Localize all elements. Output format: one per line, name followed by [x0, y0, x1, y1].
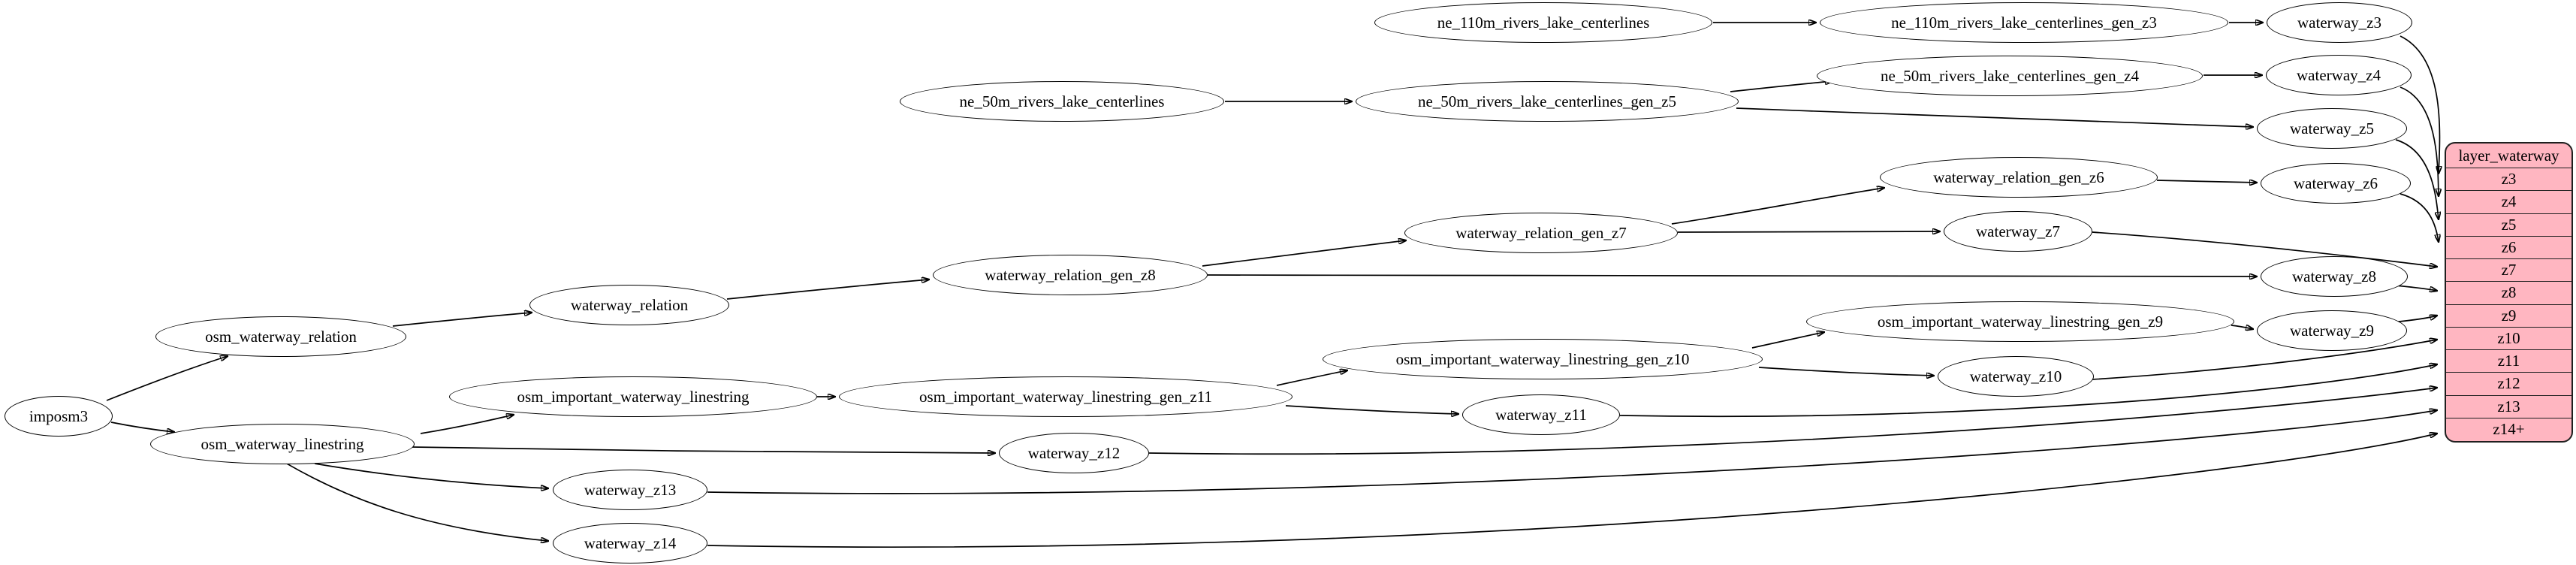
- edge-waterway_z14-row_z14: [707, 434, 2437, 548]
- node-ne_50m_rivers_lake_centerlines_gen_z5: ne_50m_rivers_lake_centerlines_gen_z5: [1356, 81, 1739, 122]
- table-row-z14: z14+: [2493, 420, 2525, 439]
- edge-osm_waterway_linestring-waterway_z14: [285, 462, 548, 541]
- edge-waterway_relation_gen_z8-waterway_z8: [1207, 275, 2257, 276]
- edge-gen_z9-waterway_z9: [2231, 325, 2253, 329]
- node-waterway_z6: waterway_z6: [2261, 163, 2411, 204]
- node-ne_110m_rivers_lake_centerlines_gen_z3: ne_110m_rivers_lake_centerlines_gen_z3: [1820, 2, 2228, 43]
- node-waterway_z9: waterway_z9: [2257, 310, 2407, 351]
- node-waterway_z12: waterway_z12: [999, 433, 1149, 473]
- node-waterway_relation_gen_z7: waterway_relation_gen_z7: [1404, 213, 1678, 253]
- node-waterway_relation_gen_z8: waterway_relation_gen_z8: [933, 255, 1208, 295]
- table-layer_waterway: layer_waterway z3 z4 z5 z6 z7 z8 z9 z10 …: [2445, 142, 2573, 443]
- edge-imposm3-osm_waterway_linestring: [110, 421, 174, 432]
- edge-waterway_z13-row_z13: [707, 410, 2437, 494]
- edge-waterway_z12-row_z12: [1148, 388, 2437, 455]
- edge-waterway_relation_gen_z7-waterway_z7: [1677, 231, 1940, 232]
- edge-gen_z10-gen_z9: [1751, 332, 1824, 349]
- edge-osm_waterway_linestring-waterway_z12: [412, 446, 995, 453]
- edge-waterway_relation-waterway_relation_gen_z8: [726, 279, 929, 300]
- edge-gen_z5-waterway_z5: [1736, 107, 2253, 127]
- table-header: layer_waterway: [2446, 144, 2571, 168]
- edge-waterway_relation_gen_z7-waterway_relation_gen_z6: [1671, 188, 1884, 225]
- table-row-z10: z10: [2446, 328, 2571, 350]
- node-ne_50m_rivers_lake_centerlines_gen_z4: ne_50m_rivers_lake_centerlines_gen_z4: [1817, 56, 2203, 96]
- node-waterway_z5: waterway_z5: [2257, 108, 2407, 149]
- node-imposm3: imposm3: [5, 396, 113, 437]
- node-osm_important_waterway_linestring_gen_z10: osm_important_waterway_linestring_gen_z1…: [1323, 339, 1763, 379]
- node-ne_50m_rivers_lake_centerlines: ne_50m_rivers_lake_centerlines: [900, 81, 1224, 122]
- table-row-z12: z12: [2446, 373, 2571, 396]
- node-osm_important_waterway_linestring_gen_z11: osm_important_waterway_linestring_gen_z1…: [839, 376, 1293, 417]
- edge-osm_waterway_linestring-osm_important_waterway_linestring: [420, 415, 514, 434]
- node-waterway_z7: waterway_z7: [1944, 211, 2092, 252]
- node-waterway_relation_gen_z6: waterway_relation_gen_z6: [1880, 157, 2158, 198]
- node-waterway_z3: waterway_z3: [2267, 2, 2412, 43]
- table-row-z3: z3: [2446, 168, 2571, 192]
- node-ne_110m_rivers_lake_centerlines: ne_110m_rivers_lake_centerlines: [1374, 2, 1712, 43]
- edge-osm_waterway_relation-waterway_relation: [392, 313, 532, 327]
- node-waterway_z13: waterway_z13: [553, 470, 707, 510]
- edge-waterway_z3-row_z3: [2400, 35, 2439, 174]
- edge-waterway_z10-row_z10: [2092, 340, 2437, 380]
- table-row-z6: z6: [2446, 237, 2571, 259]
- table-row-z5: z5: [2446, 214, 2571, 237]
- edge-waterway_relation_gen_z6-waterway_z6: [2156, 180, 2257, 183]
- edge-osm_waterway_linestring-waterway_z13: [314, 463, 548, 488]
- edge-gen_z10-waterway_z10: [1758, 367, 1934, 376]
- table-row-z4: z4: [2446, 191, 2571, 214]
- node-osm_waterway_relation: osm_waterway_relation: [155, 316, 406, 357]
- table-row-z7: z7: [2446, 259, 2571, 282]
- edge-waterway_z7-row_z7: [2092, 231, 2437, 267]
- node-waterway_z8: waterway_z8: [2261, 256, 2408, 297]
- node-waterway_relation: waterway_relation: [529, 285, 729, 325]
- edge-waterway_z8-row_z8: [2395, 285, 2437, 291]
- table-row-z13: z13: [2446, 396, 2571, 418]
- edge-waterway_z6-row_z6: [2400, 193, 2439, 242]
- node-waterway_z10: waterway_z10: [1938, 356, 2094, 397]
- node-waterway_z11: waterway_z11: [1462, 394, 1620, 435]
- table-row-z11: z11: [2446, 350, 2571, 373]
- edge-waterway_relation_gen_z8-waterway_relation_gen_z7: [1202, 240, 1406, 267]
- table-row-z9: z9: [2446, 305, 2571, 328]
- edge-waterway_z4-row_z4: [2400, 86, 2439, 196]
- node-osm_waterway_linestring: osm_waterway_linestring: [150, 424, 415, 464]
- node-osm_important_waterway_linestring_gen_z9: osm_important_waterway_linestring_gen_z9: [1806, 301, 2234, 342]
- node-osm_important_waterway_linestring: osm_important_waterway_linestring: [449, 376, 817, 417]
- edge-gen_z11-waterway_z11: [1285, 405, 1458, 414]
- node-waterway_z14: waterway_z14: [553, 523, 707, 563]
- node-waterway_z4: waterway_z4: [2266, 55, 2412, 95]
- edge-imposm3-osm_waterway_relation: [106, 356, 228, 401]
- edge-gen_z11-gen_z10: [1276, 370, 1347, 386]
- table-row-z8: z8: [2446, 282, 2571, 305]
- edge-waterway_z11-row_z11: [1619, 364, 2437, 418]
- edge-waterway_z5-row_z5: [2395, 139, 2439, 219]
- edge-gen_z5-gen_z4: [1730, 81, 1832, 92]
